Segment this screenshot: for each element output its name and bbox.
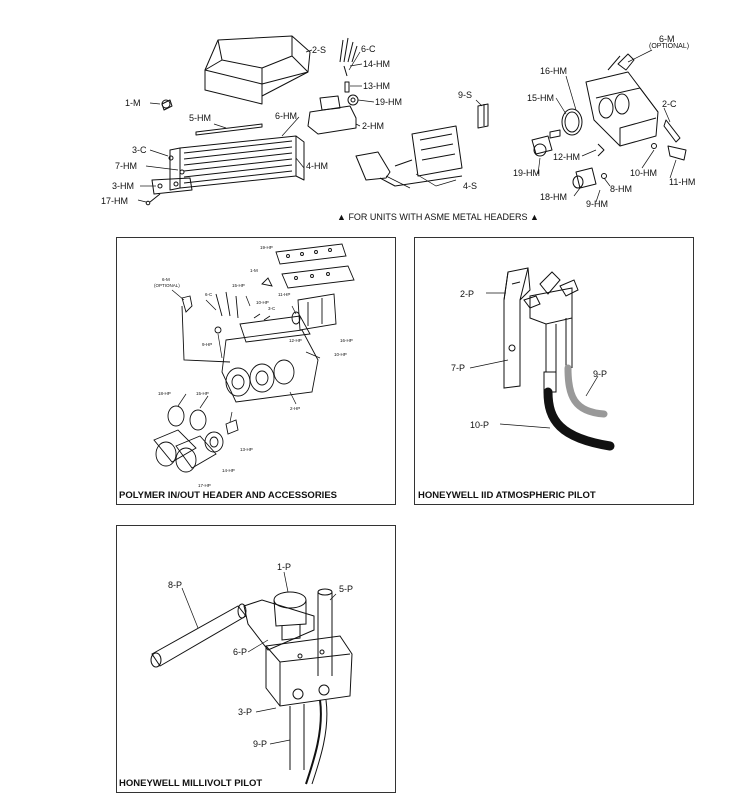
honeywell-millivolt-pilot-panel bbox=[116, 525, 396, 793]
optional-note: (OPTIONAL) bbox=[154, 283, 180, 288]
part-label-17-hm: 17-HM bbox=[101, 196, 129, 206]
part-label-16-hp: 16-HP bbox=[340, 338, 353, 343]
honeywell-millivolt-caption: HONEYWELL MILLIVOLT PILOT bbox=[119, 778, 263, 789]
part-label-6-p: 6-P bbox=[233, 647, 248, 657]
part-label-9-p: 9-P bbox=[253, 739, 268, 749]
part-label-9-hp: 9-HP bbox=[202, 342, 213, 347]
part-label-3-c: 3-C bbox=[268, 306, 276, 311]
part-label-9-s: 9-S bbox=[458, 90, 473, 100]
part-label-18-hp: 18-HP bbox=[158, 391, 171, 396]
part-label-18-hm: 18-HM bbox=[540, 192, 568, 202]
part-label-8-p: 8-P bbox=[168, 580, 183, 590]
part-label-10-hm: 10-HM bbox=[630, 168, 658, 178]
arrow-up-icon: ▲ bbox=[337, 212, 346, 222]
part-label-12-hm: 12-HM bbox=[553, 152, 581, 162]
part-label-10-hp-top: 10-HP bbox=[256, 300, 269, 305]
part-label-3-hm: 3-HM bbox=[112, 181, 134, 191]
part-label-19-hp: 19-HP bbox=[260, 245, 273, 250]
part-label-3-c: 3-C bbox=[132, 145, 147, 155]
part-label-19-hm-right: 19-HM bbox=[513, 168, 541, 178]
part-label-15-hp-lower: 15-HP bbox=[196, 391, 209, 396]
part-label-6-c: 6-C bbox=[361, 44, 376, 54]
part-label-11-hp: 11-HP bbox=[278, 292, 291, 297]
part-label-11-hm: 11-HM bbox=[669, 177, 696, 187]
part-label-14-hm: 14-HM bbox=[363, 59, 391, 69]
part-label-5-hm: 5-HM bbox=[189, 113, 211, 123]
part-label-13-hm: 13-HM bbox=[363, 81, 391, 91]
arrow-up-icon: ▲ bbox=[529, 212, 539, 222]
part-label-6-hm: 6-HM bbox=[275, 111, 297, 121]
part-label-2-hm: 2-HM bbox=[362, 121, 384, 131]
part-label-14-hp: 14-HP bbox=[222, 468, 235, 473]
part-label-9-p: 9-P bbox=[593, 369, 608, 379]
part-label-6-c: 6-C bbox=[205, 292, 213, 297]
part-label-16-hm: 16-HM bbox=[540, 66, 568, 76]
asme-note-text: FOR UNITS WITH ASME METAL HEADERS bbox=[348, 212, 528, 222]
optional-note: (OPTIONAL) bbox=[649, 43, 690, 50]
part-label-2-s: 2-S bbox=[312, 45, 327, 55]
honeywell-iid-caption: HONEYWELL IID ATMOSPHERIC PILOT bbox=[418, 490, 596, 501]
part-label-10-p: 10-P bbox=[470, 420, 490, 430]
part-label-10-hp: 10-HP bbox=[334, 352, 347, 357]
part-label-8-hm: 8-HM bbox=[610, 184, 632, 194]
honeywell-iid-pilot-panel bbox=[414, 237, 694, 505]
millivolt-pilot-drawing bbox=[150, 588, 353, 785]
part-label-3-p: 3-P bbox=[238, 707, 253, 717]
top-exploded-heat-exchanger bbox=[145, 35, 687, 206]
part-label-9-hm: 9-HM bbox=[586, 199, 608, 209]
polymer-header-caption: POLYMER IN/OUT HEADER AND ACCESSORIES bbox=[119, 490, 337, 501]
part-label-15-hp: 15-HP bbox=[232, 283, 245, 288]
part-label-4-hm: 4-HM bbox=[306, 161, 328, 171]
asme-header-note: ▲ FOR UNITS WITH ASME METAL HEADERS ▲ bbox=[337, 212, 539, 222]
part-label-1-m: 1-M bbox=[125, 98, 141, 108]
part-label-12-hp: 12-HP bbox=[289, 338, 302, 343]
part-label-19-hm: 19-HM bbox=[375, 97, 403, 107]
part-label-4-s: 4-S bbox=[463, 181, 478, 191]
leader-lines bbox=[137, 49, 677, 745]
part-label-6-m: 6-M bbox=[162, 277, 170, 282]
part-label-2-p: 2-P bbox=[460, 289, 475, 299]
part-label-7-p: 7-P bbox=[451, 363, 466, 373]
polymer-header-drawing bbox=[153, 243, 355, 473]
part-label-5-p: 5-P bbox=[339, 584, 354, 594]
part-label-1-p: 1-P bbox=[277, 562, 292, 572]
part-label-2-hp: 2-HP bbox=[290, 406, 301, 411]
part-label-7-hm: 7-HM bbox=[115, 161, 137, 171]
part-label-17-hp: 17-HP bbox=[198, 483, 211, 488]
part-label-2-c: 2-C bbox=[662, 99, 677, 109]
part-label-15-hm: 15-HM bbox=[527, 93, 555, 103]
part-label-1-m: 1-M bbox=[250, 268, 258, 273]
part-label-6-m: 6-M bbox=[659, 34, 675, 44]
part-label-13-hp: 13-HP bbox=[240, 447, 253, 452]
iid-pilot-drawing bbox=[503, 267, 615, 451]
polymer-header-panel bbox=[116, 237, 396, 505]
